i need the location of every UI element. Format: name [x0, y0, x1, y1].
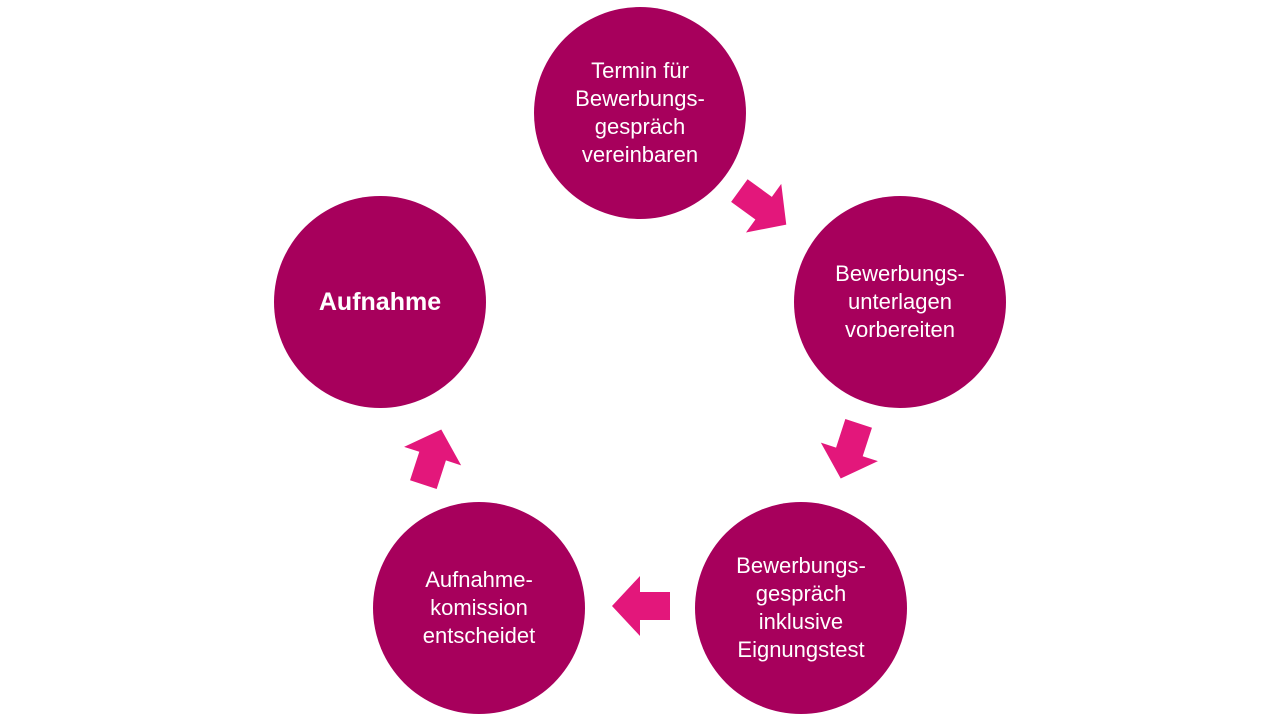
step-2-circle: Bewerbungs- unterlagen vorbereiten [794, 196, 1006, 408]
step-2-label: Bewerbungs- unterlagen vorbereiten [835, 261, 965, 342]
step-1-label: Termin für Bewerbungs- gespräch vereinba… [575, 58, 705, 167]
arrow-4-icon [394, 420, 470, 494]
step-5-circle: Aufnahme [274, 196, 486, 408]
step-3-label: Bewerbungs- gespräch inklusive Eignungst… [736, 553, 866, 662]
arrow-2-icon [812, 414, 888, 488]
step-4-circle: Aufnahme- komission entscheidet [373, 502, 585, 714]
arrow-1-icon [721, 166, 804, 249]
step-1-circle: Termin für Bewerbungs- gespräch vereinba… [534, 7, 746, 219]
arrow-3-icon [612, 576, 670, 636]
step-5-label: Aufnahme [318, 288, 442, 316]
step-4-label: Aufnahme- komission entscheidet [422, 567, 536, 648]
step-3-circle: Bewerbungs- gespräch inklusive Eignungst… [695, 502, 907, 714]
